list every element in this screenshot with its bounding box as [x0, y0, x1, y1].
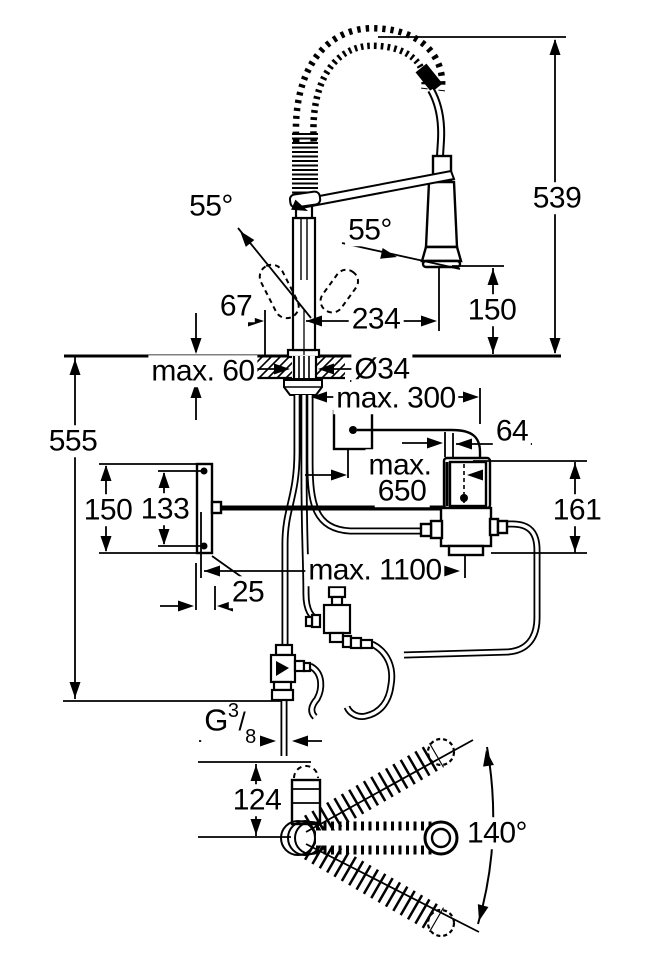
- mixing-valve: [304, 585, 374, 650]
- dim-555-label: 555: [45, 425, 101, 457]
- thread-slash: /: [238, 706, 246, 737]
- swivel-top-view: [280, 737, 495, 938]
- lever-swing-dashed: [258, 263, 360, 320]
- lever-knob-dashed: [293, 765, 319, 779]
- dim-133-label: 133: [137, 493, 193, 525]
- control-box: [332, 409, 482, 478]
- thread-g: G: [204, 702, 228, 738]
- dim-dia34-label: Ø34: [351, 353, 413, 385]
- dim-64-label: 64: [492, 415, 532, 447]
- dim-67-label: 67: [216, 290, 256, 322]
- thread-size-label: G3/8: [201, 700, 259, 747]
- control-unit: [419, 456, 509, 557]
- dim-max1100-label: max. 1100: [305, 554, 445, 586]
- faucet-shank: [283, 356, 323, 396]
- hose-ferrule: [415, 63, 443, 93]
- dim-539-label: 539: [529, 182, 585, 214]
- dim-150-spray-label: 150: [464, 294, 520, 326]
- dim-max60-label: max. 60: [148, 355, 258, 387]
- angle-55-right-label: 55°: [345, 214, 395, 246]
- dim-124-label: 124: [229, 784, 285, 816]
- thread-denominator: 8: [245, 725, 256, 748]
- faucet-body: [235, 24, 463, 359]
- dim-150-plate-label: 150: [80, 494, 136, 526]
- dim-25-label: 25: [228, 576, 268, 608]
- dim-161-label: 161: [549, 494, 605, 526]
- spring-coil-spout: [292, 24, 446, 196]
- dim-234-label: 234: [348, 303, 404, 335]
- dim-max650-label-line2: 650: [374, 475, 430, 507]
- dim-max300-label: max. 300: [333, 382, 459, 414]
- angle-55-left-label: 55°: [186, 190, 236, 222]
- dim-140-label: 140°: [463, 817, 531, 849]
- shutoff-valve: [269, 643, 312, 702]
- thread-numerator: 3: [227, 700, 239, 723]
